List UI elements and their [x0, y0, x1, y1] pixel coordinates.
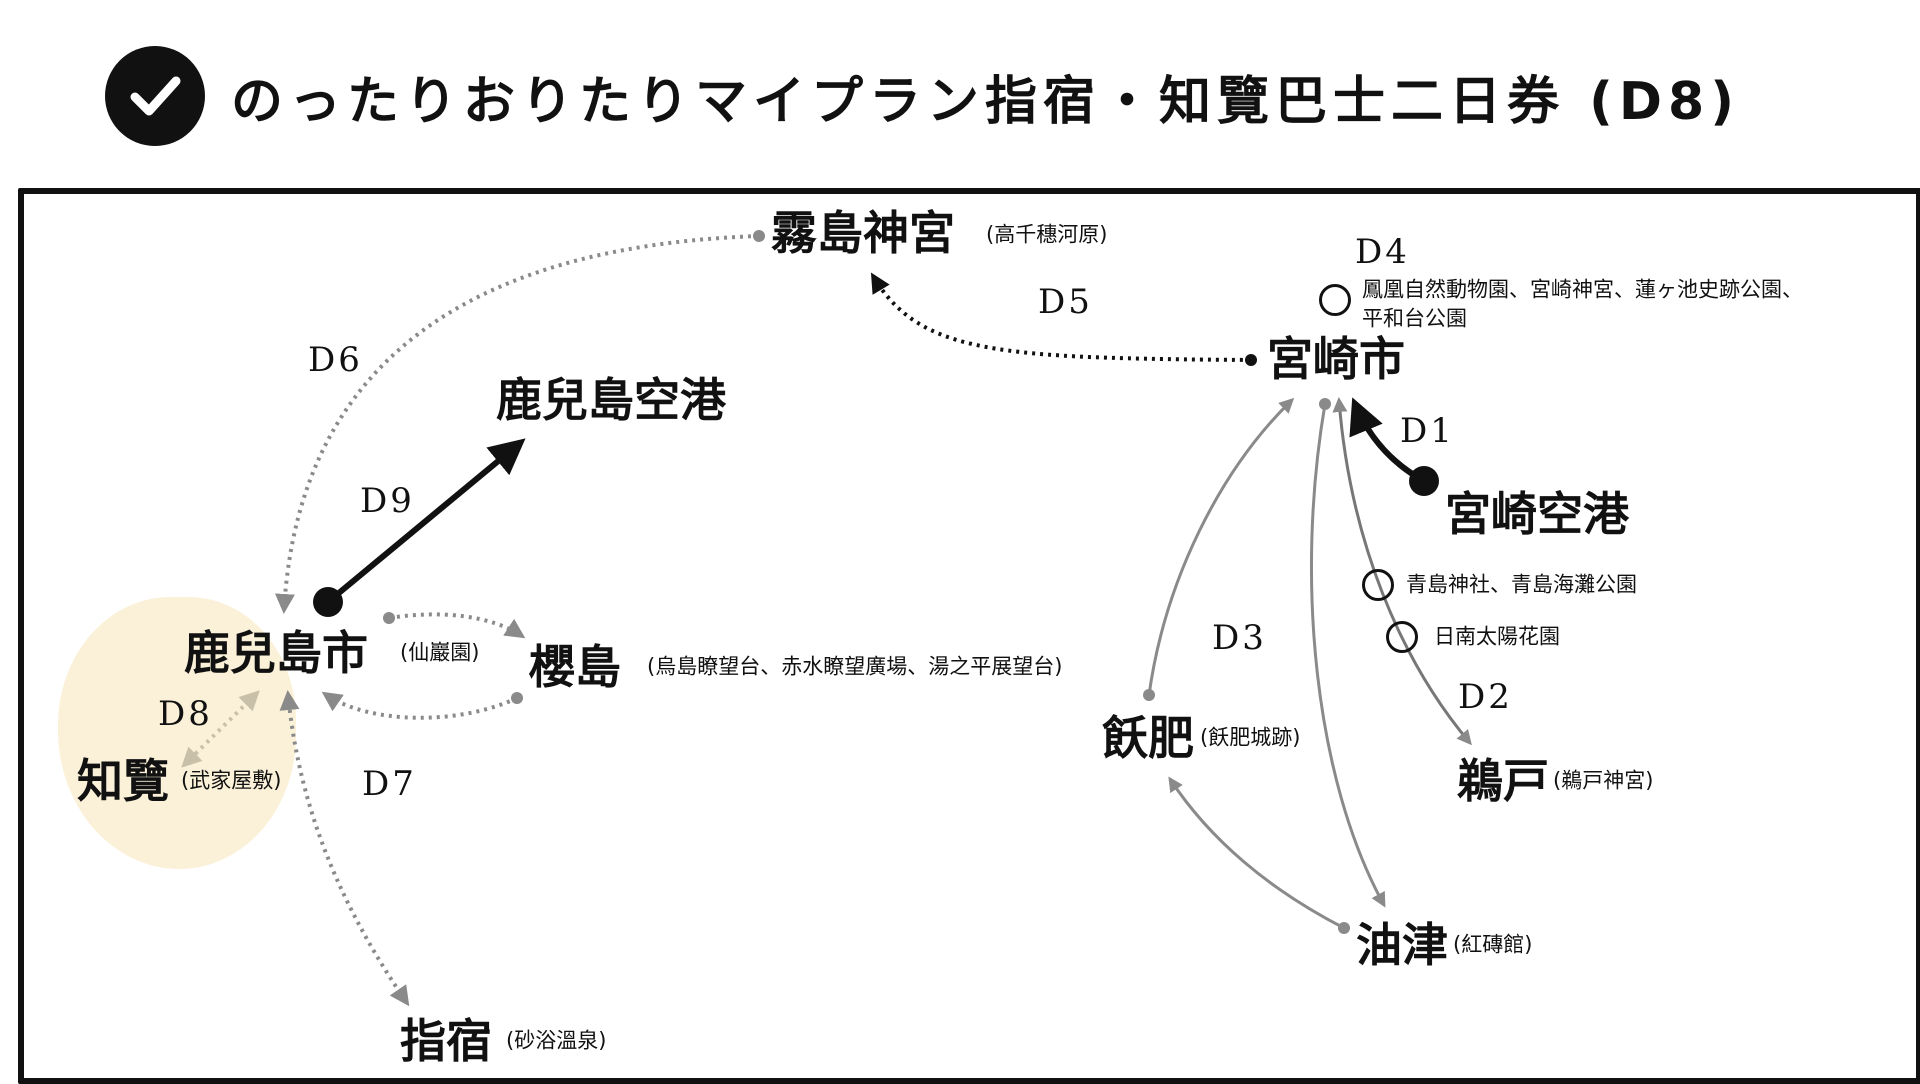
place-kagoshima-city: 鹿兒島市 [184, 626, 368, 680]
route-sakurajima-out [388, 612, 526, 639]
place-kagoshima-city-note: (仙巖園) [400, 640, 480, 665]
route-sakurajima-back [321, 691, 518, 720]
stop-circle-icon [1362, 569, 1394, 601]
place-sakurajima: 櫻島 [529, 640, 621, 694]
check-circle-icon [105, 46, 205, 146]
stop-nichinan: 日南太陽花園 [1434, 624, 1560, 649]
stop-d4-line1: 鳳凰自然動物園、宮崎神宮、蓮ヶ池史跡公園、 [1362, 277, 1803, 302]
route-d9 [326, 438, 526, 605]
day-label-d2: D2 [1458, 677, 1513, 717]
place-udo: 鵜戸 [1457, 754, 1549, 808]
day-label-d9: D9 [360, 481, 415, 521]
route-d6-start-dot [753, 230, 765, 242]
route-d5-start-dot [1245, 354, 1257, 366]
route-dot [1319, 398, 1331, 410]
place-udo-note: (鵜戸神宮) [1553, 768, 1654, 793]
route-d1-start-dot [1409, 466, 1439, 496]
stop-aoshima: 青島神社、青島海灘公園 [1406, 572, 1637, 597]
place-miyazaki-city: 宮崎市 [1267, 332, 1405, 386]
place-chiran-note: (武家屋敷) [181, 768, 282, 793]
place-ibusuki-note: (砂浴溫泉) [506, 1028, 607, 1053]
place-kagoshima-airport: 鹿兒島空港 [496, 373, 726, 427]
place-aburatsu: 油津 [1356, 918, 1448, 972]
route-d7 [279, 690, 410, 1007]
place-kirishima: 霧島神宮 [771, 206, 955, 260]
title-bar: のったりおりたりマイプラン指宿・知覽巴士二日券 (D8) [105, 46, 1740, 146]
place-chiran: 知覽 [77, 754, 169, 808]
stop-circle-icon [1319, 284, 1351, 316]
day-label-d3: D3 [1212, 618, 1267, 658]
place-obi-note: (飫肥城跡) [1200, 725, 1301, 750]
route-miyazaki-aburatsu [1309, 403, 1386, 908]
place-aburatsu-note: (紅磚館) [1453, 932, 1533, 957]
route-aburatsu-obi [1168, 776, 1345, 930]
page-title: のったりおりたりマイプラン指宿・知覽巴士二日券 (D8) [231, 71, 1740, 132]
route-dot [1338, 922, 1350, 934]
route-d5 [870, 272, 1252, 362]
route-d3-obi-miyazaki [1147, 397, 1295, 696]
place-sakurajima-note: (烏島瞭望台、赤水瞭望廣場、湯之平展望台) [647, 654, 1063, 679]
route-d9-start-dot [313, 587, 343, 617]
route-d8 [181, 690, 260, 768]
route-d6 [274, 234, 760, 614]
route-dot [383, 612, 395, 624]
stop-d4-line2: 平和台公園 [1362, 306, 1467, 331]
day-label-d7: D7 [362, 764, 417, 804]
day-label-d6: D6 [308, 340, 363, 380]
day-label-d1: D1 [1400, 411, 1455, 451]
route-dot [1143, 689, 1155, 701]
place-miyazaki-airport: 宮崎空港 [1445, 487, 1629, 541]
day-label-d5: D5 [1038, 282, 1093, 322]
day-label-d4: D4 [1355, 232, 1410, 272]
place-kirishima-note: (高千穗河原) [986, 222, 1108, 247]
place-obi: 飫肥 [1102, 711, 1194, 765]
route-dot [511, 692, 523, 704]
route-d2 [1332, 397, 1472, 746]
place-ibusuki: 指宿 [400, 1014, 492, 1068]
day-label-d8: D8 [158, 694, 213, 734]
stop-circle-icon [1386, 621, 1418, 653]
